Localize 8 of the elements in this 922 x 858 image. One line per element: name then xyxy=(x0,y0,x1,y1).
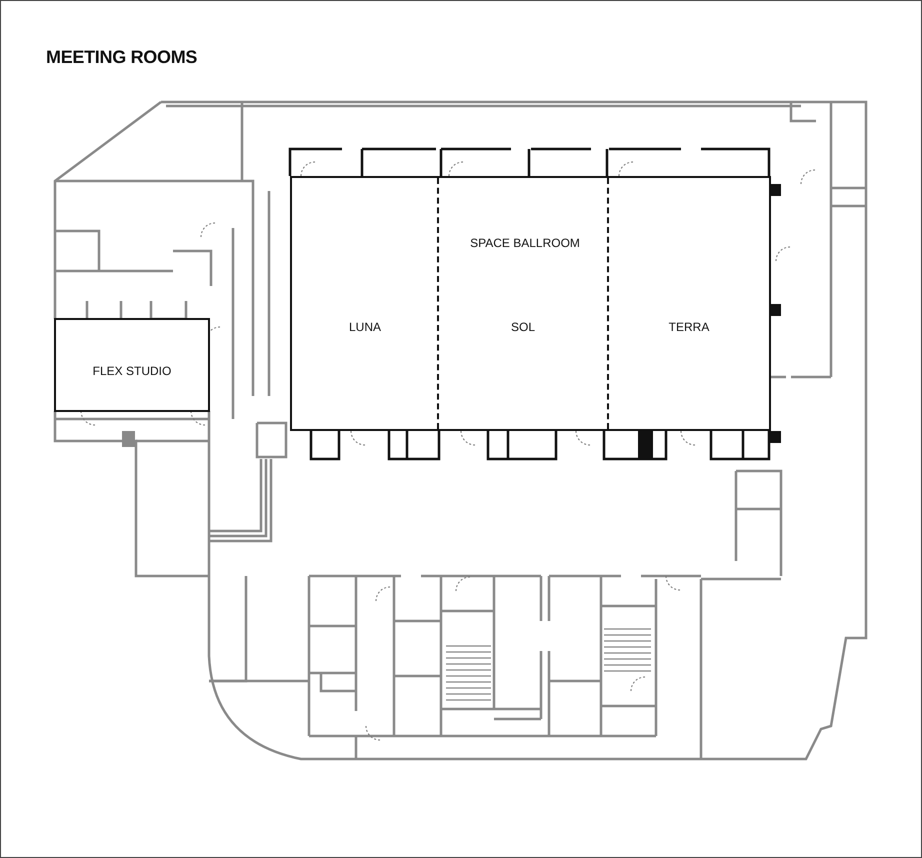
page-title: MEETING ROOMS xyxy=(46,47,198,68)
room-name: FLEX STUDIO xyxy=(92,364,172,378)
room-name: SPACE BALLROOM xyxy=(470,236,580,250)
room-name: SOL xyxy=(511,320,535,334)
room-outline xyxy=(54,318,210,412)
room-name: LUNA xyxy=(349,320,381,334)
room-name: TERRA xyxy=(668,320,710,334)
room-outline xyxy=(290,176,771,431)
